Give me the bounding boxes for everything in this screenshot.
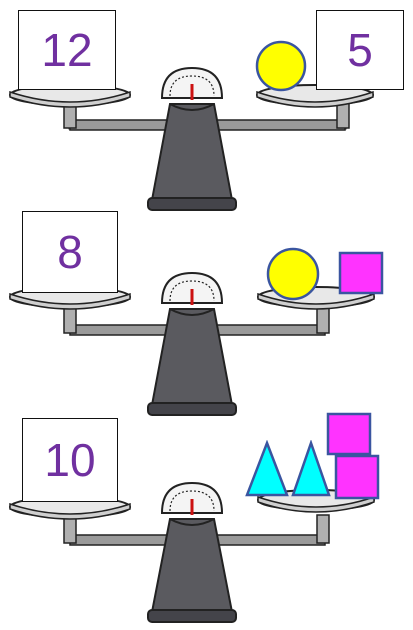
right-number-card: 5 [316, 10, 404, 90]
square-icon [326, 412, 372, 456]
left-number: 10 [44, 433, 95, 487]
left-number-card: 8 [22, 211, 118, 293]
square-icon [334, 454, 380, 500]
triangle-icon [244, 440, 290, 498]
left-number: 12 [41, 23, 92, 77]
balance-scale-2: 8 [0, 205, 413, 415]
circle-icon [255, 40, 307, 92]
circle-icon [266, 247, 320, 301]
balance-scale-3: 10 [0, 410, 413, 620]
left-number-card: 12 [18, 10, 116, 90]
square-icon [338, 251, 384, 295]
right-number: 5 [347, 23, 373, 77]
left-number-card: 10 [22, 418, 118, 502]
left-number: 8 [57, 225, 83, 279]
balance-scale-1: 12 5 [0, 0, 413, 210]
